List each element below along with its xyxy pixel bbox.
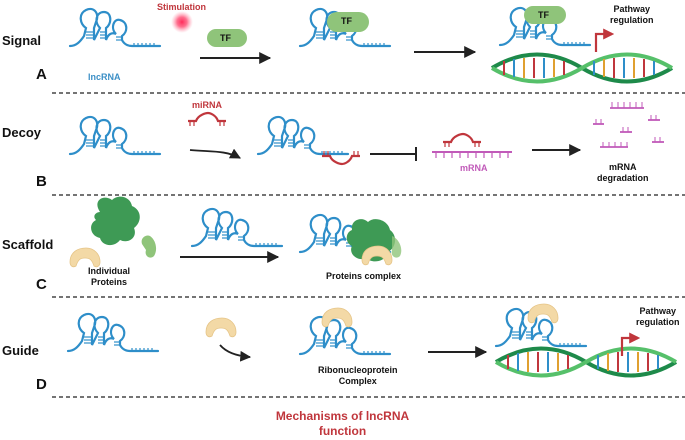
dna-helix xyxy=(490,52,674,84)
mirna-strand xyxy=(186,111,228,128)
arrow xyxy=(189,148,241,159)
mirna-strand xyxy=(441,132,483,149)
row-title-decoy: Decoy xyxy=(2,125,42,140)
protein-complex-light xyxy=(391,236,402,258)
lncrna-structure xyxy=(256,115,350,156)
mrna-label: mRNA xyxy=(460,163,488,173)
lncrna-structure xyxy=(68,7,162,48)
row-letter-c: C xyxy=(36,276,47,293)
lncrna-structure xyxy=(190,207,284,248)
dna-helix xyxy=(494,346,678,378)
tf-blob xyxy=(524,6,566,24)
arrow xyxy=(219,344,252,362)
pathway-regulation-label: Pathway regulation xyxy=(636,306,680,327)
proteins-complex-label: Proteins complex xyxy=(326,271,402,281)
row-title-signal: Signal xyxy=(2,33,42,48)
lncrna-label: lncRNA xyxy=(88,72,121,82)
figure-caption: Mechanisms of lncRNA function xyxy=(275,409,410,438)
green-protein-small xyxy=(141,235,157,258)
row-letter-a: A xyxy=(36,66,47,83)
mrna-fragments xyxy=(593,102,664,148)
mrna-strand xyxy=(432,151,512,158)
tf-blob xyxy=(327,12,369,32)
row-title-scaffold: Scaffold xyxy=(2,237,54,252)
stimulation-label: Stimulation xyxy=(157,2,206,12)
tf-label: TF xyxy=(538,10,549,20)
tan-protein xyxy=(69,247,101,268)
tan-protein xyxy=(321,307,353,328)
row-scaffold-graphics xyxy=(69,196,402,268)
ribonucleoprotein-complex-label: Ribonucleoprotein Complex xyxy=(318,365,398,386)
lncrna-structure xyxy=(66,312,160,353)
row-signal-graphics xyxy=(68,6,674,84)
tan-protein xyxy=(205,317,237,338)
row-letter-b: B xyxy=(36,173,47,190)
pathway-arrow xyxy=(620,332,641,356)
green-protein xyxy=(91,196,140,246)
row-letter-d: D xyxy=(36,376,47,393)
individual-proteins-label: Individual Proteins xyxy=(88,266,131,287)
row-guide-graphics xyxy=(66,303,678,378)
divider-lines xyxy=(52,92,685,398)
mrna-degradation-label: mRNA degradation xyxy=(597,162,649,183)
row-title-guide: Guide xyxy=(2,343,39,358)
tf-label: TF xyxy=(341,16,352,26)
stimulation-glow xyxy=(171,11,193,33)
pathway-regulation-label: Pathway regulation xyxy=(610,4,654,25)
row-decoy-graphics xyxy=(68,102,664,166)
tf-blob xyxy=(207,29,247,47)
lncrna-structure xyxy=(68,115,162,156)
pathway-arrow xyxy=(594,28,615,52)
mirna-label: miRNA xyxy=(192,100,223,110)
tf-label: TF xyxy=(220,33,231,43)
